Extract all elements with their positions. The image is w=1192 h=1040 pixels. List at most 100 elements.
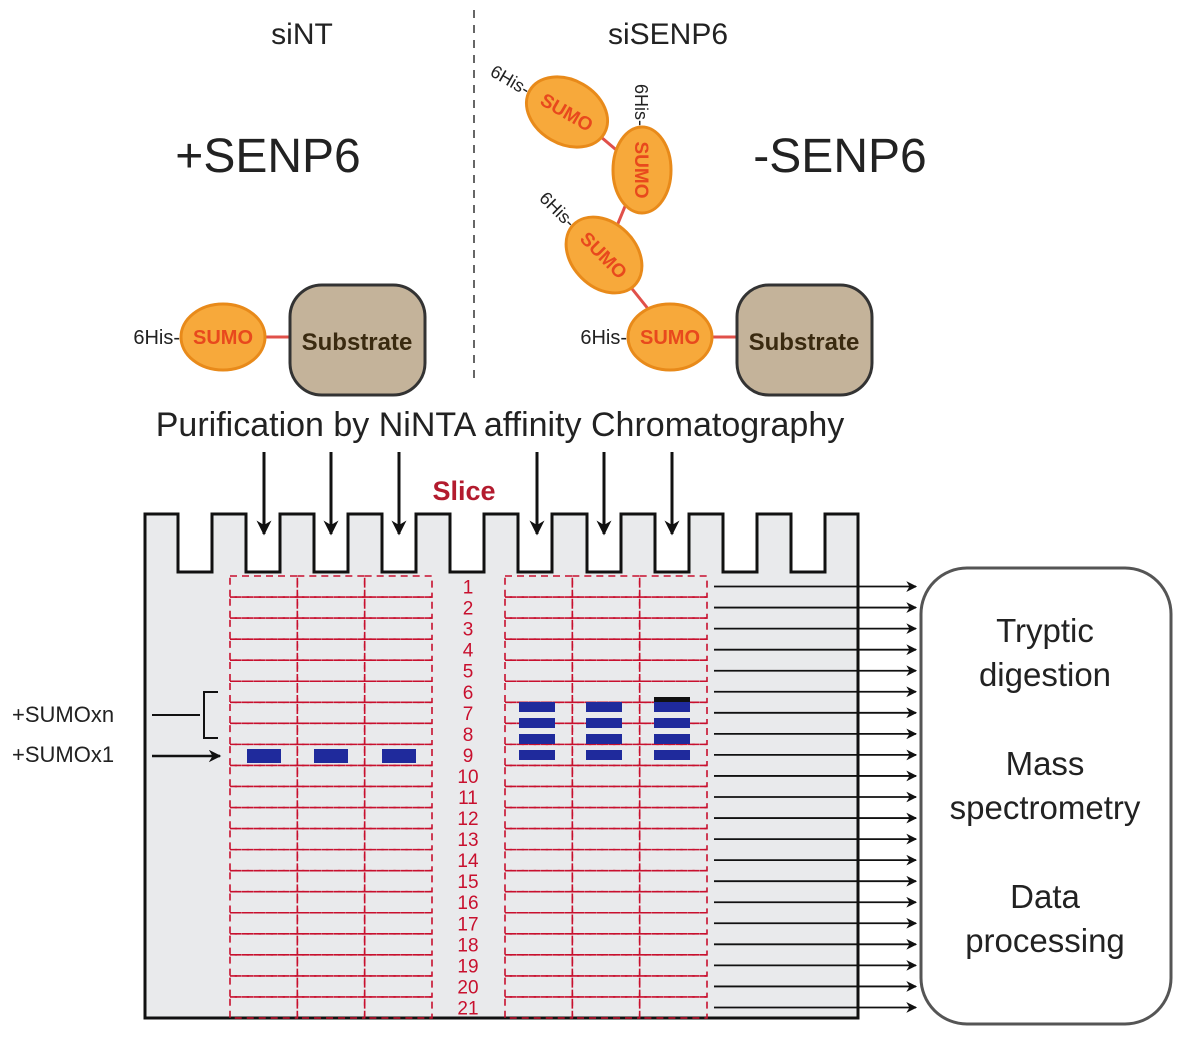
slice-cell [229, 722, 299, 746]
slice-cell [504, 722, 574, 746]
slice-cell [296, 869, 366, 893]
slice-cell [504, 975, 574, 998]
gel-bands [247, 697, 690, 763]
slice-cell [504, 764, 574, 788]
slice-cell [229, 911, 299, 935]
slice-cell [296, 701, 366, 725]
sumo-single-label: +SUMOx1 [12, 742, 114, 767]
slice-number: 18 [457, 935, 478, 956]
slice-number: 6 [463, 683, 474, 704]
slice-cell [504, 827, 574, 851]
slice-cell [296, 659, 366, 683]
slice-number: 5 [463, 662, 474, 683]
band-sumo-xn [654, 718, 690, 728]
band-sumo-xn [586, 734, 622, 744]
slice-cell [363, 638, 433, 661]
slice-cell [504, 869, 574, 893]
workflow-box [919, 566, 1173, 1026]
slice-cell [229, 596, 299, 619]
left-sumoylated-substrate: Substrate SUMO 6His- [133, 283, 427, 397]
sumo-ellipse [524, 75, 610, 149]
slice-cell [571, 954, 641, 977]
slice-cell [571, 806, 641, 830]
slice-cell [571, 933, 641, 956]
slice-cell [363, 806, 433, 830]
slice-cell [363, 701, 433, 725]
step-processing: processing [965, 922, 1125, 959]
slice-cell [638, 722, 708, 746]
slice-cell [229, 933, 299, 956]
slice-cell [363, 596, 433, 619]
slice-cell [229, 659, 299, 683]
his-tag-label: 6His- [580, 327, 627, 349]
slice-cell [638, 575, 708, 598]
slice-cell [229, 743, 299, 767]
slice-number: 11 [458, 788, 478, 809]
slice-number: 16 [457, 893, 478, 914]
slice-number: 10 [457, 767, 478, 788]
his-tag-label: 6His- [487, 61, 533, 99]
sumo-ellipse [626, 302, 714, 372]
slice-number: 8 [463, 725, 474, 746]
slice-number: 21 [457, 998, 478, 1019]
slice-cell [296, 996, 366, 1019]
slice-cell [504, 743, 574, 767]
slice-cell [296, 743, 366, 767]
slice-cell [229, 638, 299, 661]
left-condition-label: siNT [271, 18, 333, 51]
slice-cell [504, 890, 574, 914]
left-treatment-label: +SENP6 [175, 130, 360, 183]
slice-cell [638, 659, 708, 683]
slice-cell [363, 827, 433, 851]
slice-cell [638, 806, 708, 830]
slice-cell [571, 722, 641, 746]
slice-number: 20 [457, 977, 478, 998]
slice-cell [229, 701, 299, 725]
slice-cell [363, 680, 433, 704]
right-polysumoylated-substrate: Substrate SUMO 6His- SUMO 6His- SUMO 6Hi… [487, 61, 874, 397]
slice-cell [363, 743, 433, 767]
slice-cell [504, 659, 574, 683]
slice-cell [571, 996, 641, 1019]
slice-number: 19 [457, 956, 478, 977]
slice-grid-right [504, 575, 708, 1019]
slice-cell [363, 575, 433, 598]
his-tag-label: 6His- [133, 327, 180, 349]
slice-cell [296, 933, 366, 956]
slice-cell [571, 975, 641, 998]
step-digestion: digestion [979, 656, 1111, 693]
slice-cell [363, 911, 433, 935]
loading-arrows [256, 452, 680, 536]
slice-number: 9 [463, 746, 474, 767]
sumo-label: SUMO [630, 142, 651, 199]
slice-cell [571, 764, 641, 788]
right-condition-label: siSENP6 [608, 18, 728, 51]
slice-number: 17 [457, 914, 478, 935]
slice-cell [571, 911, 641, 935]
slice-cell [363, 659, 433, 683]
step-tryptic: Tryptic [996, 612, 1094, 649]
slice-cell [296, 806, 366, 830]
slice-cell [504, 848, 574, 872]
slice-cell [229, 848, 299, 872]
slice-cell [638, 869, 708, 893]
substrate-label: Substrate [749, 329, 860, 356]
slice-cell [296, 575, 366, 598]
slice-cell [504, 933, 574, 956]
band-sumo-xn [519, 702, 555, 712]
slice-cell [504, 785, 574, 809]
band-sumo-xn [586, 750, 622, 760]
slice-cell [504, 911, 574, 935]
slice-cell [504, 638, 574, 661]
slice-cell [229, 890, 299, 914]
slice-cell [571, 575, 641, 598]
slice-to-workflow-arrows [714, 581, 918, 1013]
slice-cell [638, 785, 708, 809]
slice-cell [363, 764, 433, 788]
slice-cell [571, 827, 641, 851]
band-sumo-xn [654, 734, 690, 744]
slice-number: 4 [463, 641, 474, 662]
